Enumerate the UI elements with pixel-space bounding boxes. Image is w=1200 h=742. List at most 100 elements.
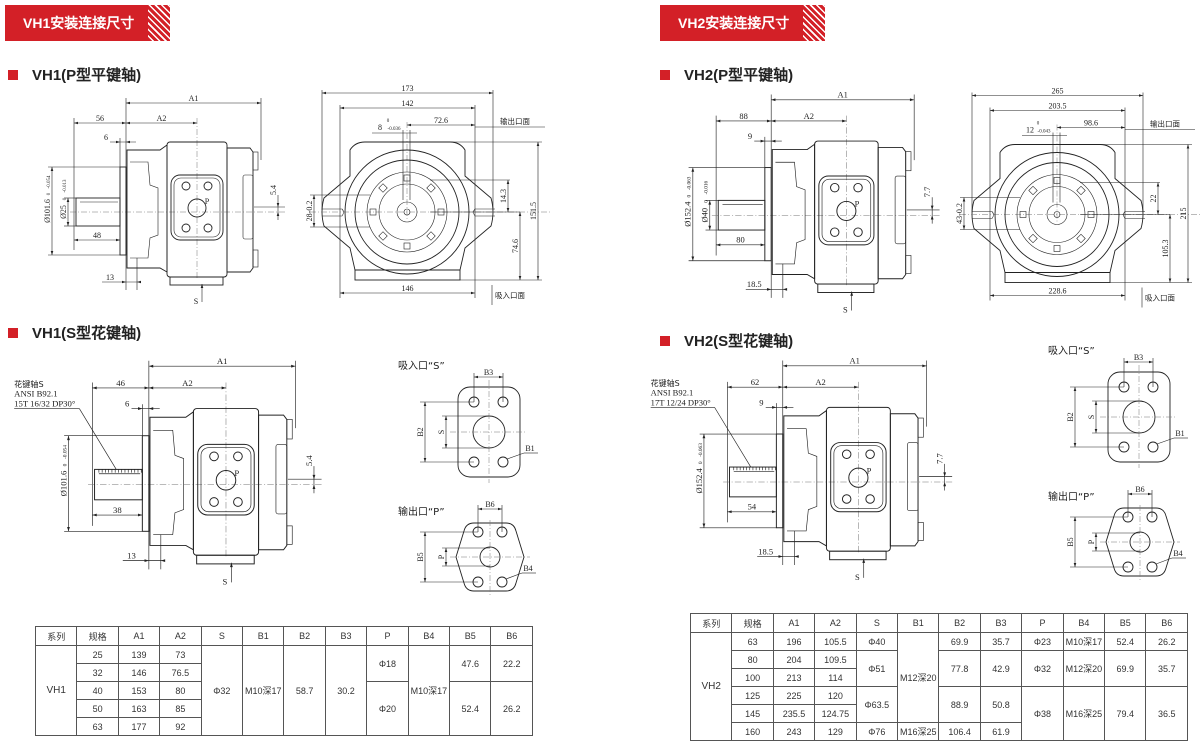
dim-shaft-tol-upper: 0 [63,197,68,200]
table-cell: 80 [159,681,202,700]
table-cell: 52.4 [449,681,492,736]
dim-pilot-tol-lower: -0.054 [47,175,52,188]
table-cell: 73 [159,645,202,664]
spline-spec-line-3: 15T 16/32 DP30° [14,398,76,408]
dim-pilot-tol-lower: -0.063 [687,176,693,190]
column-header: S [855,613,899,633]
column-header: B1 [242,626,285,646]
table-cell: 52.4 [1104,632,1147,651]
column-header: 系列 [34,626,78,646]
spline-spec-line-2: ANSI B92.1 [651,388,694,398]
spline-spec-line-3: 17T 12/24 DP30° [651,397,711,407]
table-cell: 42.9 [979,650,1023,687]
dim-overall-width-label: 173 [402,84,414,93]
dim-step-label: 6 [104,133,108,142]
column-header: B6 [490,626,533,646]
table-cell: 146 [117,663,161,682]
dim-b5-label: B5 [1066,537,1075,546]
dim-a2-label: A2 [157,114,167,123]
dim-pilot-tol-lower: -0.054 [62,445,68,459]
column-header: B1 [897,613,940,633]
table-cell: Φ51 [855,650,899,687]
port-p-label: P [855,199,860,209]
table-cell: 25 [76,645,119,664]
dim-center-height-label: 105.3 [1161,240,1170,258]
port-s-arrow-label: S [855,572,860,582]
vh2-s-heading: VH2(S型花键轴) [660,330,793,351]
table-cell: 225 [772,686,816,705]
dim-shaft-tol-upper: 0 [704,200,710,203]
dim-b2-label: B2 [416,427,425,436]
table-cell: 35.7 [979,632,1023,651]
dim-pilot-diameter-label: Ø101.6 [58,470,68,496]
dim-flange-thickness-label: 13 [106,273,114,282]
dim-b2-label: B2 [1066,412,1075,421]
outlet-port-title: 输出口“P” [398,505,445,518]
table-cell: 22.2 [490,645,533,682]
dim-shaft-length-label: 54 [748,502,757,512]
dim-p-label: P [1087,539,1096,544]
table-cell: VH2 [689,632,733,741]
table-cell: 196 [772,632,816,651]
dim-b1-label: B1 [1175,429,1184,438]
outlet-face-label: 输出口面 [500,116,530,126]
dim-a2-label: A2 [804,111,814,121]
dim-b4-label: B4 [523,564,532,573]
dim-a1-label: A1 [189,94,199,103]
table-cell: Φ23 [1021,632,1064,651]
table-cell: M12深20 [897,632,940,723]
dim-port-offset-label: 7.7 [922,187,932,198]
spline-spec-line-2: ANSI B92.1 [14,389,57,399]
dim-b3-label: B3 [1134,353,1143,362]
table-cell: 35.7 [1145,650,1188,687]
outlet-face-label: 输出口面 [1150,119,1180,129]
table-cell: 160 [731,722,774,741]
dim-center-height-label: 74.6 [511,239,520,253]
vh1-s-title: VH1(S型花键轴) [32,325,142,342]
port-p-label: P [234,468,239,478]
vh1-banner-title: VH1安装连接尺寸 [23,15,135,31]
dim-key-tol-upper: 0 [387,119,390,124]
dim-a1-label: A1 [217,356,228,366]
dim-key-tol-lower: -0.043 [1038,130,1051,135]
dim-pilot-tol-upper: 0 [47,192,52,195]
banner-stripes [148,5,170,41]
column-header: B6 [1145,613,1188,633]
column-header: S [200,626,244,646]
table-cell: 58.7 [283,645,326,736]
dim-shaft-extension-label: 46 [116,378,125,388]
table-cell: 125 [731,686,774,705]
port-p-label: P [205,197,210,206]
dim-a2-label: A2 [182,378,193,388]
table-cell: M10深17 [407,645,451,736]
dim-overall-width-label: 265 [1052,87,1064,96]
table-cell: 124.75 [814,704,857,723]
dim-flange-thickness-label: 18.5 [758,546,773,556]
table-cell: 109.5 [814,650,857,669]
table-cell: Φ76 [855,722,899,741]
bullet-square-icon [8,328,18,338]
dim-pilot-diameter-label: Ø101.6 [43,199,52,223]
table-cell: 106.4 [938,722,981,741]
dim-port-offset-label: 5.4 [304,455,314,467]
dim-key-height-label: 14.3 [499,189,508,203]
column-header: 规格 [76,626,119,646]
table-cell: 76.5 [159,663,202,682]
dim-step-label: 6 [125,398,130,408]
vh2-p-title: VH2(P型平键轴) [684,67,794,84]
dim-pilot-tol-upper: 0 [698,461,704,464]
vh2-s-title: VH2(S型花键轴) [684,333,794,350]
vh1-s-heading: VH1(S型花键轴) [8,322,141,343]
